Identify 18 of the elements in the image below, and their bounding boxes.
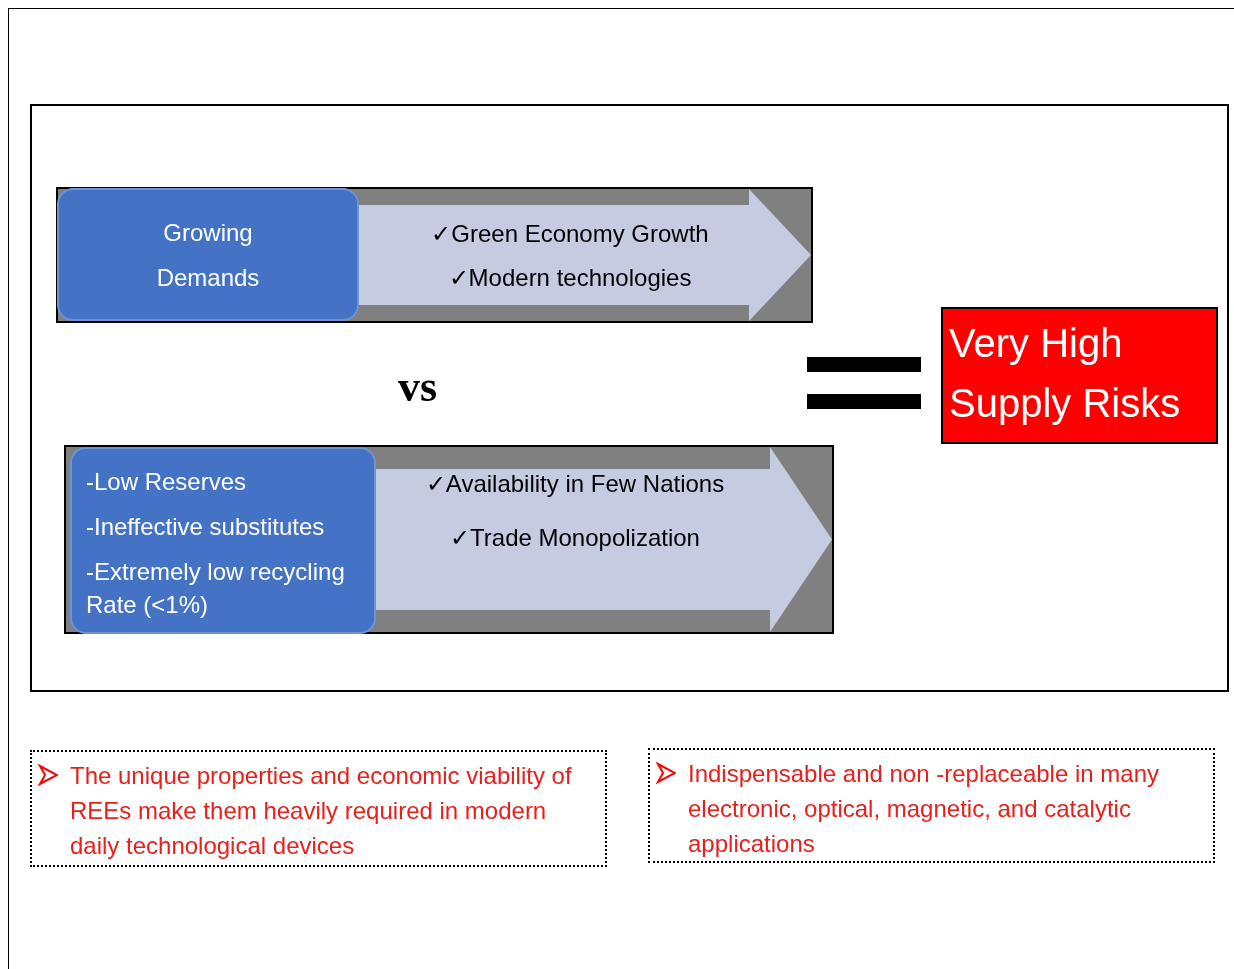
list-item-text: ✓Availability in Few Nations xyxy=(424,470,726,498)
note-text: Indispensable and non -replaceable in many electronic, optical, magnetic, and catalytic applications xyxy=(688,759,1160,859)
vs-label: vs xyxy=(398,362,438,412)
note-box xyxy=(30,750,607,867)
note-text: The unique properties and economic viability of REEs make them heavily required in modern daily technological devices xyxy=(70,761,573,861)
result-box: Very High Supply Risks xyxy=(941,307,1218,444)
rounded-box xyxy=(57,188,359,321)
list-item-text: -Ineffective substitutes xyxy=(86,512,326,542)
note-box xyxy=(648,748,1215,863)
block-arrow xyxy=(376,447,832,632)
rounded-box xyxy=(70,447,376,634)
list-item-text: -Extremely low recycling Rate (<1%) xyxy=(86,557,346,620)
list-item-text: -Low Reserves xyxy=(86,467,248,497)
list-item-text: ✓Green Economy Growth xyxy=(430,220,710,248)
list-item-text: ✓Trade Monopolization xyxy=(449,524,701,552)
box-title: Growing Demands xyxy=(155,217,261,293)
block-arrow xyxy=(359,189,811,321)
list-item-text: ✓Modern technologies xyxy=(447,264,693,292)
